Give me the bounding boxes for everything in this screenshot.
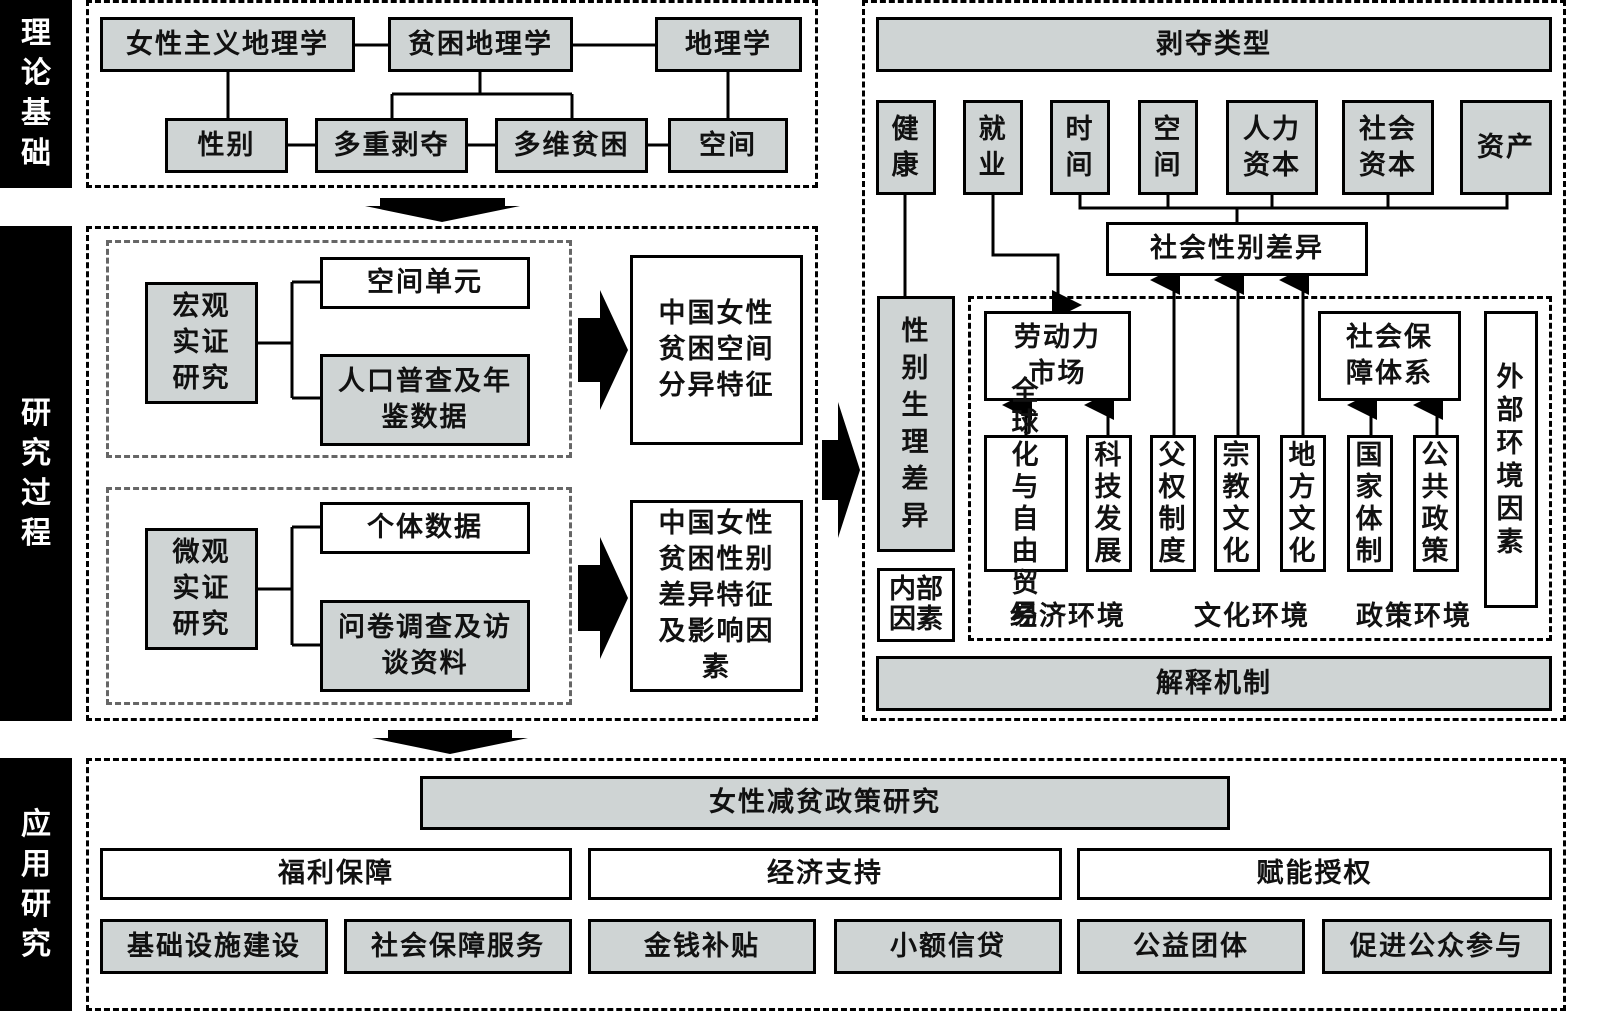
node-labor-market: 劳动力市场 (984, 311, 1131, 401)
node-geography: 地理学 (655, 17, 802, 72)
node-economic-support: 经济支持 (588, 848, 1062, 900)
node-microcredit: 小额信贷 (834, 919, 1062, 974)
node-macro-result: 中国女性贫困空间分异特征 (630, 255, 803, 445)
process-section (86, 226, 818, 721)
node-local-culture: 地方文化 (1280, 435, 1326, 572)
down-arrow-2 (372, 738, 528, 754)
node-deprivation-types: 剥夺类型 (876, 17, 1552, 72)
node-multidimensional-poverty: 多维贫困 (495, 118, 648, 173)
node-empowerment: 赋能授权 (1077, 848, 1552, 900)
side-label-text: 理论基础 (21, 16, 51, 171)
right-arrow-macro (578, 290, 628, 410)
node-explanation-mechanism: 解释机制 (876, 656, 1552, 711)
node-state-system: 国家体制 (1347, 435, 1393, 572)
label-economic-environment: 经济环境 (1010, 601, 1126, 632)
node-employment: 就业 (963, 100, 1023, 195)
mechanism-section (862, 0, 1566, 721)
node-gender: 性别 (165, 118, 288, 173)
node-census-data: 人口普查及年鉴数据 (320, 354, 530, 446)
node-social-service: 社会保障服务 (344, 919, 572, 974)
label-policy-environment: 政策环境 (1356, 601, 1472, 632)
node-patriarchy: 父权制度 (1150, 435, 1196, 572)
theory-section (86, 0, 818, 188)
node-infrastructure: 基础设施建设 (100, 919, 328, 974)
node-space-type: 空间 (1138, 100, 1198, 195)
node-micro-result: 中国女性贫困性别差异特征及影响因素 (630, 500, 803, 692)
node-poverty-geography: 贫困地理学 (388, 17, 573, 72)
node-space: 空间 (668, 118, 788, 173)
node-gender-difference: 社会性别差异 (1106, 222, 1368, 276)
node-micro-research: 微观实证研究 (145, 528, 258, 650)
macro-group (106, 240, 572, 458)
node-health: 健康 (876, 100, 936, 195)
node-cash-subsidy: 金钱补贴 (588, 919, 816, 974)
node-time: 时间 (1050, 100, 1110, 195)
side-label-text: 应用研究 (21, 806, 51, 962)
node-physiological-difference: 性别生理差异 (877, 296, 955, 552)
node-ngo: 公益团体 (1077, 919, 1305, 974)
right-arrow-main (822, 402, 860, 538)
node-public-policy: 公共政策 (1413, 435, 1459, 572)
node-technology: 科技发展 (1086, 435, 1132, 572)
node-public-participation: 促进公众参与 (1322, 919, 1552, 974)
external-group (968, 296, 1552, 641)
node-feminist-geography: 女性主义地理学 (100, 17, 355, 72)
side-label-theory: 理论基础 (0, 0, 72, 188)
micro-group (106, 487, 572, 705)
node-spatial-unit: 空间单元 (320, 257, 530, 309)
node-external-factors: 外部环境因素 (1484, 311, 1538, 608)
side-label-text: 研究过程 (21, 395, 51, 551)
side-label-process: 研究过程 (0, 226, 72, 721)
label-cultural-environment: 文化环境 (1194, 601, 1310, 632)
node-internal-factors: 内部因素 (877, 568, 955, 642)
node-human-capital: 人力资本 (1226, 100, 1318, 195)
node-globalization: 全球化与自由贸易 (984, 376, 1068, 631)
node-welfare: 福利保障 (100, 848, 572, 900)
node-assets: 资产 (1460, 100, 1552, 195)
node-multiple-deprivation: 多重剥夺 (315, 118, 468, 173)
node-individual-data: 个体数据 (320, 502, 530, 554)
side-label-application: 应用研究 (0, 758, 72, 1011)
node-religious-culture: 宗教文化 (1214, 435, 1260, 572)
node-policy-research: 女性减贫政策研究 (420, 776, 1230, 830)
right-arrow-micro (578, 537, 628, 659)
node-social-security-system: 社会保障体系 (1318, 311, 1461, 401)
application-section (86, 758, 1566, 1011)
node-social-capital: 社会资本 (1342, 100, 1434, 195)
node-survey-data: 问卷调查及访谈资料 (320, 600, 530, 692)
node-macro-research: 宏观实证研究 (145, 282, 258, 404)
down-arrow-1 (365, 206, 520, 222)
